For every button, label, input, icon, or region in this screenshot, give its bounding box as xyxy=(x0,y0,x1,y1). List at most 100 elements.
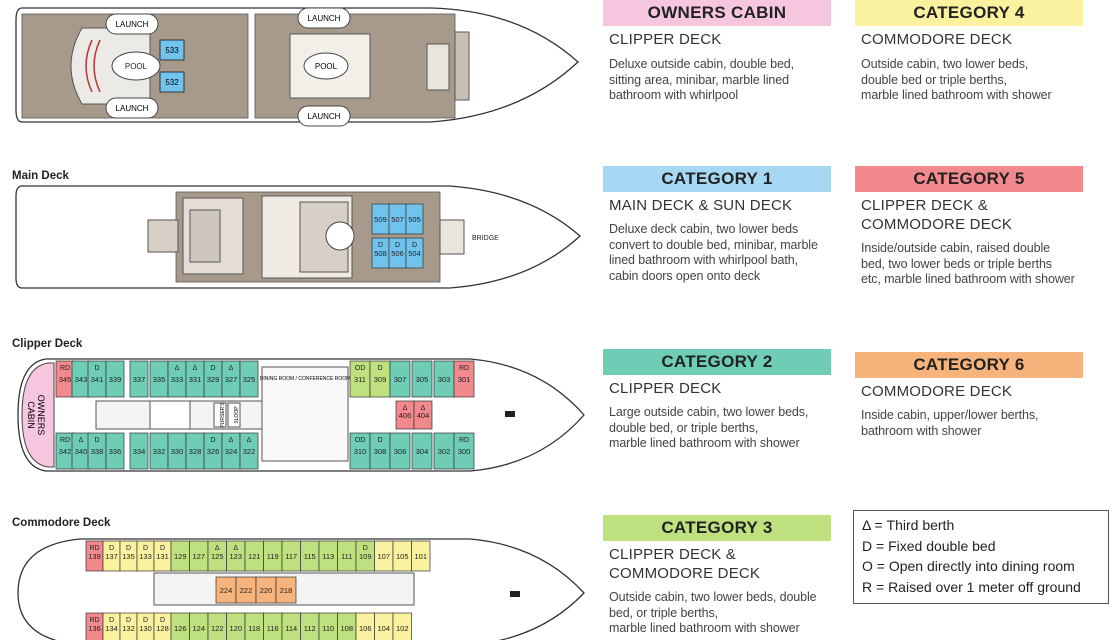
svg-text:RD: RD xyxy=(459,437,469,444)
cabin-113: 113 xyxy=(318,540,338,572)
svg-text:RD: RD xyxy=(89,545,99,552)
cabin-102: 102 xyxy=(392,612,412,640)
shop-label: SLOOP xyxy=(234,406,240,424)
sun-deck-plan: POOL 533 532 LAUNCH LAUNCH LAUNCH LAUNCH… xyxy=(15,7,579,127)
cabin-302: 302 xyxy=(433,432,455,470)
category-deck-cat5: CLIPPER DECK & COMMODORE DECK xyxy=(861,197,1013,233)
svg-text:224: 224 xyxy=(220,586,233,595)
svg-text:124: 124 xyxy=(192,624,205,633)
svg-text:341: 341 xyxy=(91,375,104,384)
svg-text:125: 125 xyxy=(211,552,224,561)
svg-text:105: 105 xyxy=(396,552,409,561)
svg-text:D: D xyxy=(143,617,148,624)
svg-text:Δ: Δ xyxy=(233,545,238,552)
clipper-deck-label: Clipper Deck xyxy=(12,338,83,350)
cabin-332: 332 xyxy=(149,432,169,470)
svg-text:303: 303 xyxy=(438,375,451,384)
svg-text:D: D xyxy=(395,242,400,249)
category-deck-cat6: COMMODORE DECK xyxy=(861,383,1013,400)
svg-text:LAUNCH: LAUNCH xyxy=(308,14,341,23)
category-desc-cat5: Inside/outside cabin, raised double bed,… xyxy=(861,241,1075,286)
svg-text:337: 337 xyxy=(133,375,146,384)
svg-text:109: 109 xyxy=(359,552,372,561)
cabin-120: 120 xyxy=(226,612,246,640)
svg-text:309: 309 xyxy=(374,375,387,384)
category-deck-cat2: CLIPPER DECK xyxy=(609,380,722,397)
svg-text:324: 324 xyxy=(225,447,238,456)
svg-text:107: 107 xyxy=(377,552,390,561)
cabin-119: 119 xyxy=(263,540,283,572)
commodore-deck-label: Commodore Deck xyxy=(12,517,111,529)
category-desc-cat2: Large outside cabin, two lower beds, dou… xyxy=(609,405,809,450)
clipper-deck-plan: OWNERSCABIN DINING ROOM / CONFERENCE ROO… xyxy=(17,358,585,472)
cabin-224: 224 xyxy=(215,576,237,604)
svg-text:119: 119 xyxy=(267,552,279,561)
svg-text:LAUNCH: LAUNCH xyxy=(116,104,149,113)
svg-text:328: 328 xyxy=(189,447,202,456)
svg-text:307: 307 xyxy=(394,375,407,384)
launch-aft-bottom: LAUNCH xyxy=(105,97,159,119)
category-header-cat1: CATEGORY 1 xyxy=(603,166,831,192)
svg-text:D: D xyxy=(109,545,114,552)
category-deck-cat1: MAIN DECK & SUN DECK xyxy=(609,197,793,214)
cabin-335: 335 xyxy=(149,360,169,398)
svg-text:333: 333 xyxy=(171,375,184,384)
svg-text:302: 302 xyxy=(438,447,451,456)
svg-text:336: 336 xyxy=(109,447,122,456)
svg-text:110: 110 xyxy=(322,624,334,633)
svg-text:218: 218 xyxy=(280,586,293,595)
svg-text:Δ: Δ xyxy=(175,365,180,372)
svg-text:129: 129 xyxy=(174,552,187,561)
svg-text:404: 404 xyxy=(417,411,430,420)
svg-text:D: D xyxy=(210,437,215,444)
cabin-505: 505 xyxy=(405,203,424,235)
category-desc-owners: Deluxe outside cabin, double bed, sittin… xyxy=(609,57,795,102)
cabin-126: 126 xyxy=(170,612,190,640)
svg-text:325: 325 xyxy=(243,375,256,384)
svg-text:406: 406 xyxy=(399,411,412,420)
svg-text:139: 139 xyxy=(88,552,101,561)
svg-text:OD: OD xyxy=(355,437,366,444)
svg-text:108: 108 xyxy=(340,624,353,633)
cabin-337: 337 xyxy=(129,360,149,398)
cabin-110: 110 xyxy=(318,612,338,640)
svg-text:123: 123 xyxy=(229,552,242,561)
svg-text:Δ: Δ xyxy=(403,405,408,412)
svg-text:111: 111 xyxy=(341,552,352,561)
pool-label-fore: POOL xyxy=(315,62,338,71)
svg-text:116: 116 xyxy=(267,624,279,633)
cabin-304: 304 xyxy=(411,432,433,470)
svg-text:301: 301 xyxy=(458,375,471,384)
category-header-cat4: CATEGORY 4 xyxy=(855,0,1083,26)
legend-box: Δ = Third berth D = Fixed double bed O =… xyxy=(853,510,1109,604)
cabin-129: 129 xyxy=(170,540,190,572)
category-deck-cat3: CLIPPER DECK & COMMODORE DECK xyxy=(609,546,761,582)
cabin-107: 107 xyxy=(374,540,394,572)
owners-cabin-label: OWNERSCABIN xyxy=(26,395,46,436)
svg-text:311: 311 xyxy=(354,375,366,384)
cabin-330: 330 xyxy=(167,432,187,470)
svg-text:506: 506 xyxy=(391,249,404,258)
cabin-116: 116 xyxy=(263,612,283,640)
svg-text:329: 329 xyxy=(207,375,220,384)
cabin-108: 108 xyxy=(337,612,357,640)
svg-text:334: 334 xyxy=(133,447,146,456)
svg-text:343: 343 xyxy=(75,375,88,384)
svg-text:Δ: Δ xyxy=(193,365,198,372)
svg-text:D: D xyxy=(378,242,383,249)
